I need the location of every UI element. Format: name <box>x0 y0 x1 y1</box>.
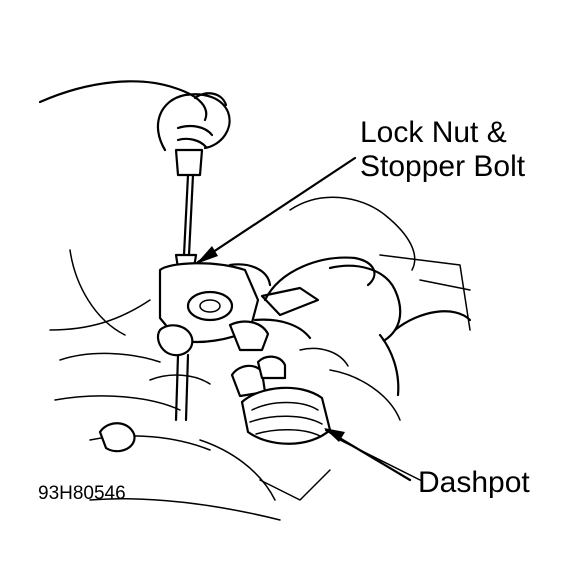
screwdriver <box>174 148 204 270</box>
lock-nut-label-line2: Stopper Bolt <box>360 150 526 183</box>
leader-lines <box>196 156 412 482</box>
dashpot-arrowhead <box>324 428 345 442</box>
throttle-linkage <box>156 262 272 422</box>
lock-nut-arrowhead <box>196 246 218 264</box>
dashpot <box>230 355 332 445</box>
upper-hand <box>38 80 231 336</box>
dashpot-label: Dashpot <box>418 466 530 499</box>
lock-nut-label-line1: Lock Nut & <box>360 116 507 149</box>
engine-body <box>54 196 471 521</box>
right-hand <box>253 256 472 397</box>
figure-id: 93H80546 <box>38 483 126 504</box>
